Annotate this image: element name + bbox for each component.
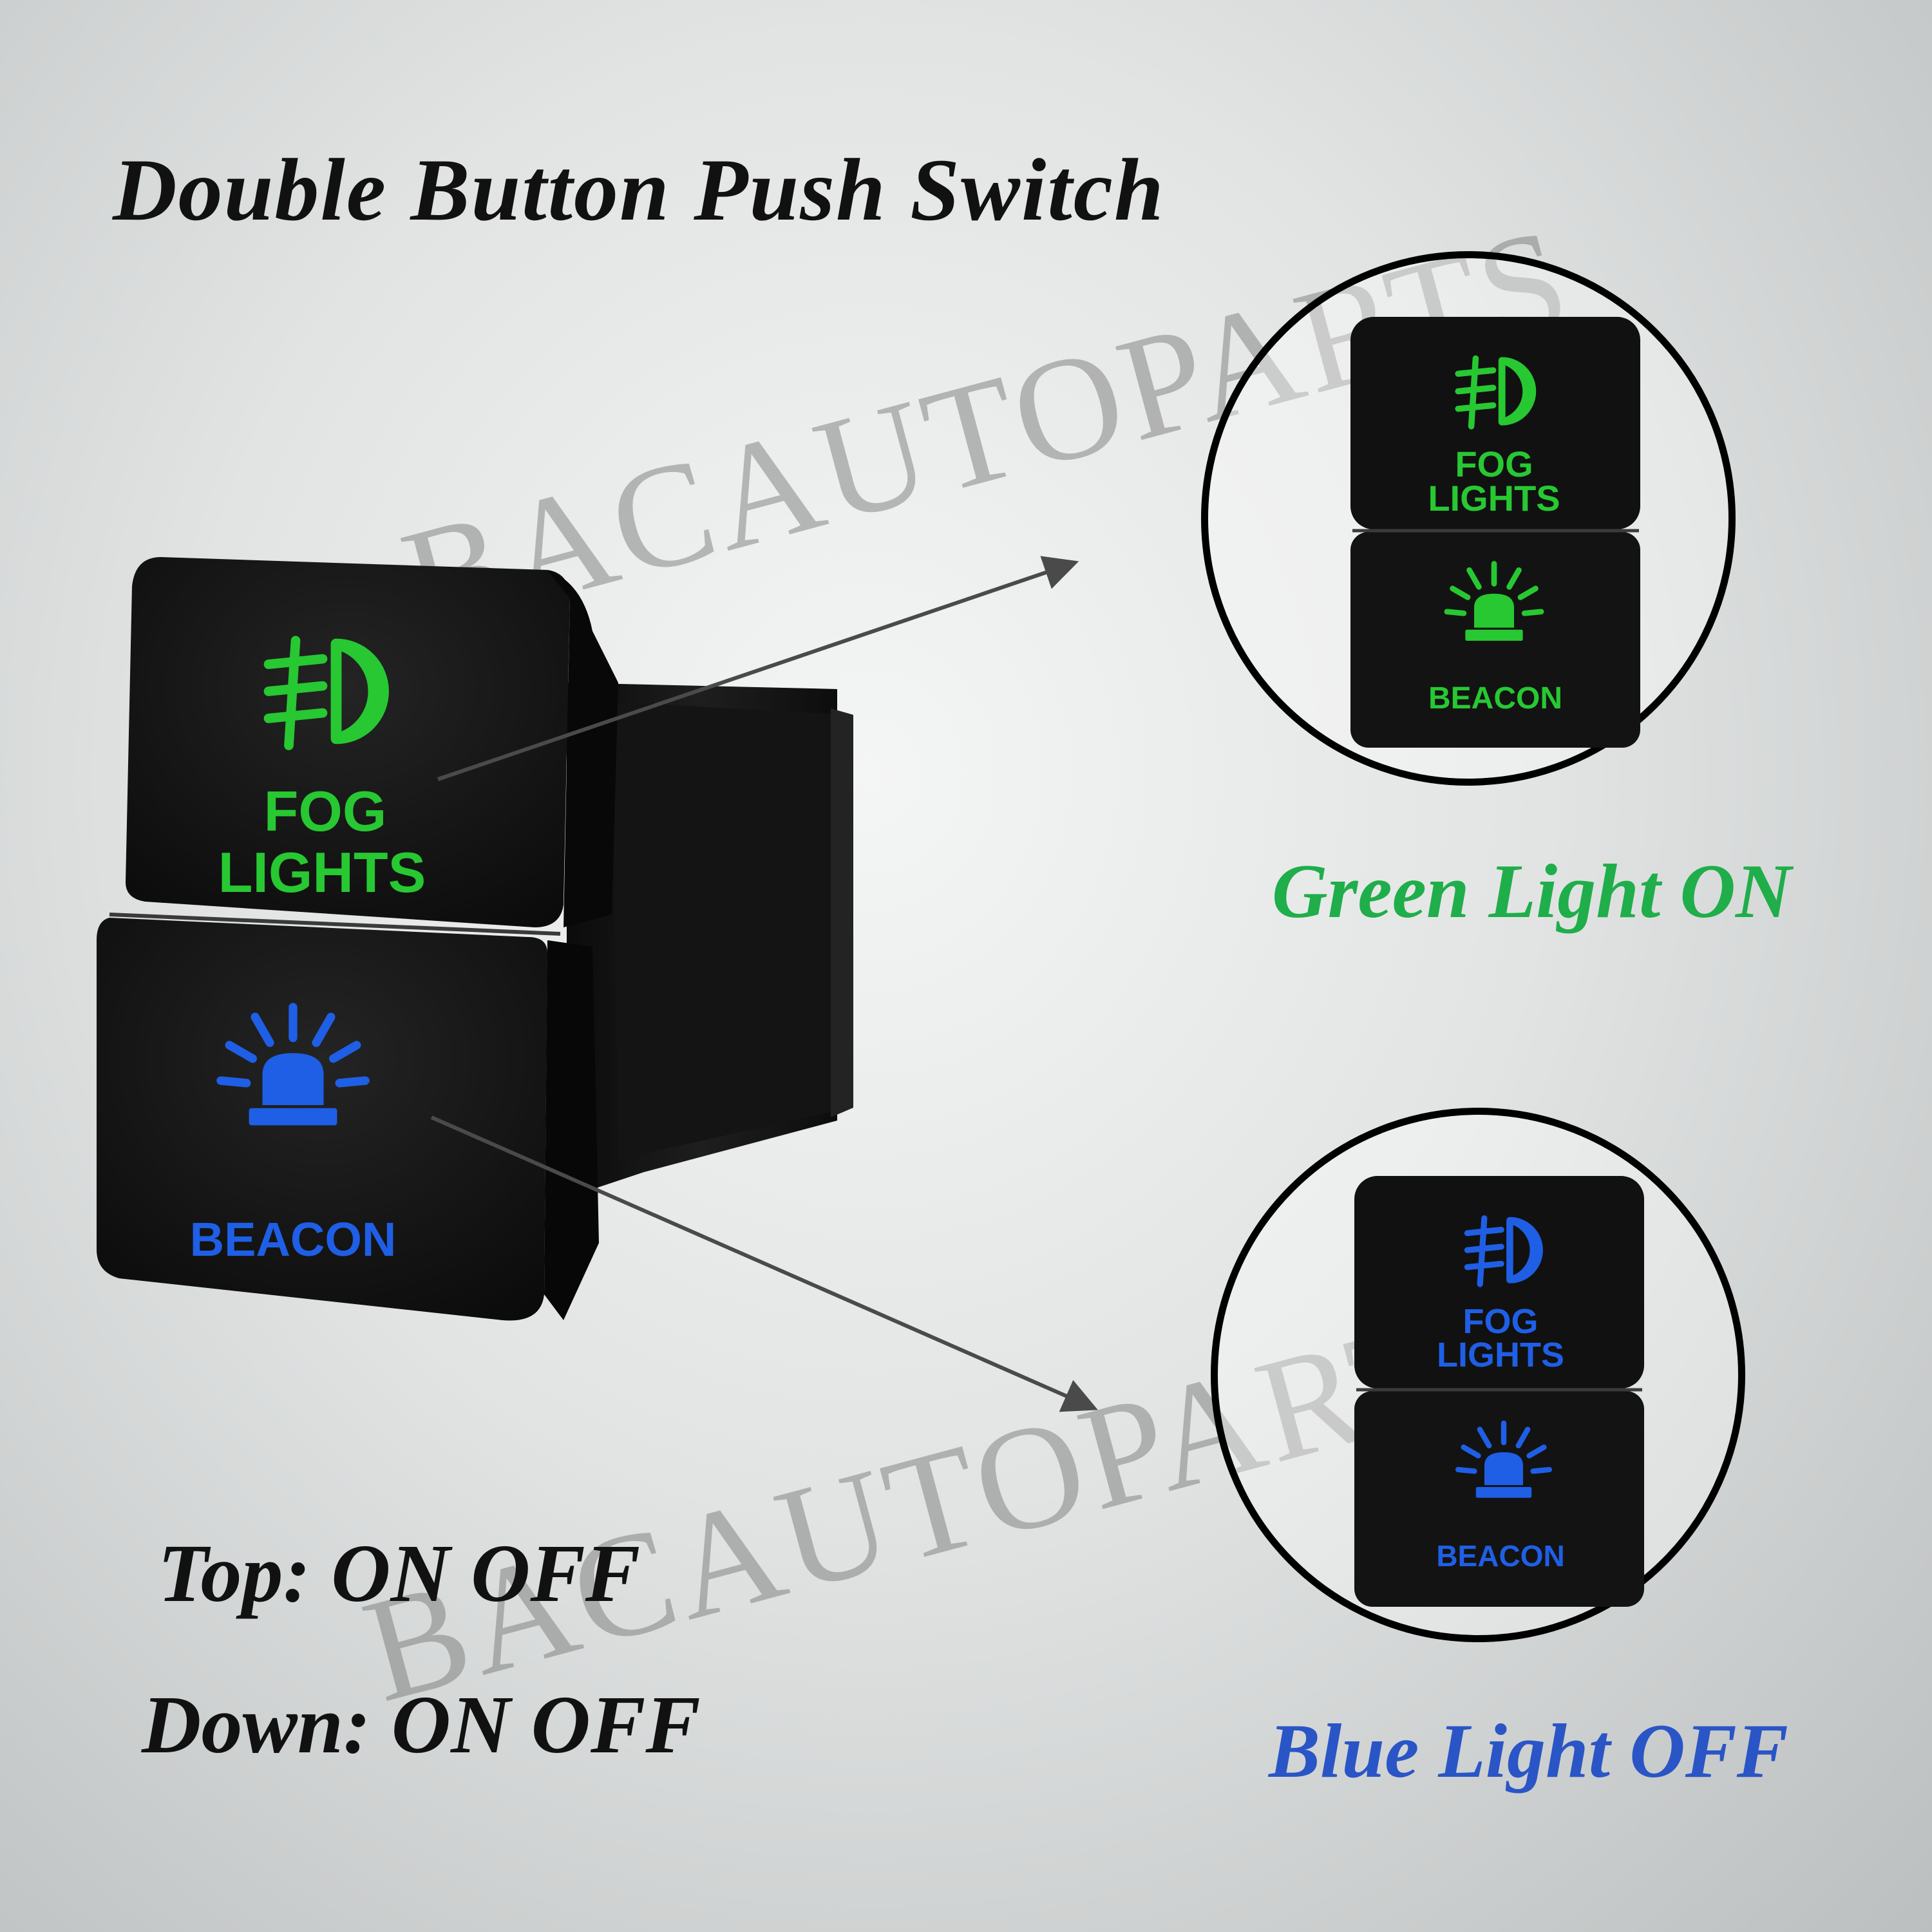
blue-fog-label-line2: LIGHTS xyxy=(1437,1336,1564,1374)
green-fog-label-line2: LIGHTS xyxy=(1428,478,1560,518)
page-title: Double Button Push Switch xyxy=(113,140,1165,239)
main-switch xyxy=(97,557,853,1321)
detail-switch-green xyxy=(1350,317,1640,748)
down-spec: Down: ON OFF xyxy=(142,1679,701,1770)
detail-switch-blue xyxy=(1354,1176,1644,1607)
main-fog-label-line1: FOG xyxy=(264,779,387,843)
green-fog-label-line1: FOG xyxy=(1455,444,1533,484)
arrow-icon xyxy=(437,556,1079,781)
green-light-caption: Green Light ON xyxy=(1272,848,1792,934)
blue-light-caption: Blue Light OFF xyxy=(1269,1708,1788,1794)
top-spec: Top: ON OFF xyxy=(158,1528,641,1619)
green-beacon-label: BEACON xyxy=(1428,681,1562,715)
blue-fog-label-line1: FOG xyxy=(1463,1302,1539,1341)
main-beacon-label: BEACON xyxy=(190,1213,397,1266)
blue-beacon-label: BEACON xyxy=(1436,1539,1564,1573)
arrow-icon xyxy=(430,1115,1098,1412)
main-fog-label-line2: LIGHTS xyxy=(218,840,426,904)
